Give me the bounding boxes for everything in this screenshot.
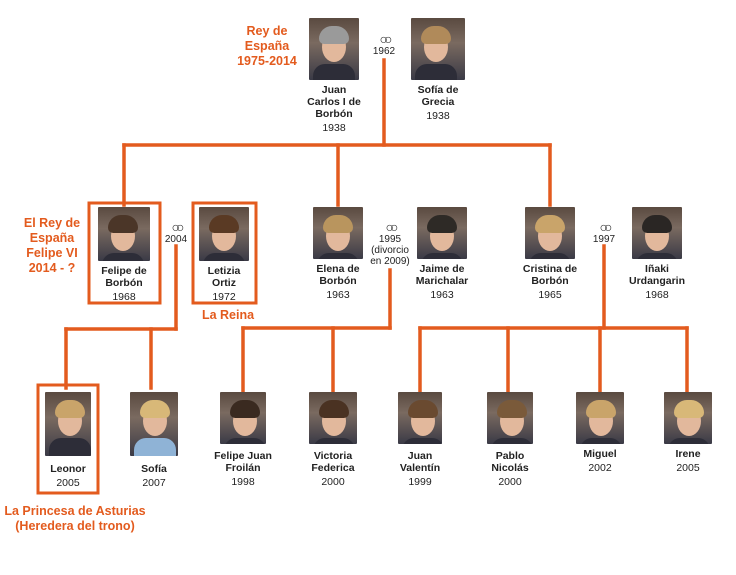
portrait-photo <box>199 207 249 261</box>
person-sofia-child: Sofía 2007 <box>106 392 202 490</box>
portrait-photo <box>220 392 266 444</box>
highlight-letizia <box>191 201 258 305</box>
wedding-rings-icon: ○○ <box>171 219 185 235</box>
person-name: Cristina de Borbón <box>522 263 578 287</box>
person-year: 2007 <box>142 477 166 489</box>
person-name: Juan Carlos I de Borbón <box>307 84 361 120</box>
person-year: 2002 <box>588 462 612 474</box>
person-year: 2000 <box>321 476 345 488</box>
person-victoria-federica: Victoria Federica 2000 <box>285 392 381 489</box>
person-year: 2005 <box>56 477 80 489</box>
person-year: 2000 <box>498 476 522 488</box>
person-name: Victoria Federica <box>311 450 355 474</box>
marriage-year: 2004 <box>164 234 188 245</box>
person-year: 1998 <box>231 476 255 488</box>
portrait-photo <box>313 207 363 259</box>
wedding-rings-icon: ○○ <box>385 219 399 235</box>
person-felipe-juan-froilan: Felipe Juan Froilán 1998 <box>195 392 291 489</box>
person-year: 1963 <box>430 289 454 301</box>
person-name: Pablo Nicolás <box>491 450 529 474</box>
portrait-photo <box>417 207 467 259</box>
person-juan-carlos: Juan Carlos I de Borbón 1938 <box>286 18 382 135</box>
marriage-year: 1997 <box>592 234 616 245</box>
person-name: Iñaki Urdangarin <box>628 263 685 287</box>
portrait-photo <box>309 392 357 444</box>
wedding-rings-icon: ○○ <box>599 219 613 235</box>
portrait-photo <box>576 392 624 444</box>
person-year: 2005 <box>676 462 700 474</box>
person-name: Felipe Juan Froilán <box>214 450 272 474</box>
person-name: Elena de Borbón <box>316 263 360 287</box>
person-name: Letizia Ortiz <box>207 265 241 289</box>
label-felipe-vi: El Rey de España Felipe VI 2014 - ? <box>23 216 81 275</box>
person-jaime: Jaime de Marichalar 1963 <box>394 207 490 302</box>
person-year: 1972 <box>212 291 236 303</box>
wedding-rings-icon: ○○ <box>379 31 393 47</box>
portrait-photo <box>98 207 150 261</box>
portrait-photo <box>398 392 442 444</box>
marriage-year: 1995 (divorcio en 2009) <box>370 234 410 267</box>
person-year: 1968 <box>645 289 669 301</box>
portrait-photo <box>525 207 575 259</box>
highlight-leonor <box>36 383 100 495</box>
person-name: Irene <box>675 448 701 460</box>
marriage-2004: ○○ 2004 <box>146 220 206 245</box>
person-year: 1963 <box>326 289 350 301</box>
portrait-photo <box>309 18 359 80</box>
person-letizia: Letizia Ortiz 1972 <box>176 207 272 304</box>
person-name: Juan Valentín <box>399 450 441 474</box>
person-elena: Elena de Borbón 1963 <box>290 207 386 302</box>
person-year: 1938 <box>426 110 450 122</box>
person-name: Leonor <box>50 463 86 475</box>
marriage-1962: ○○ 1962 <box>354 32 414 57</box>
person-name: Miguel <box>583 448 617 460</box>
label-queen: La Reina <box>201 308 255 322</box>
person-year: 1938 <box>322 122 346 134</box>
person-name: Jaime de Marichalar <box>415 263 469 287</box>
person-felipe: Felipe de Borbón 1968 <box>76 207 172 304</box>
label-princess: La Princesa de Asturias (Heredera del tr… <box>4 504 146 533</box>
person-year: 1968 <box>112 291 136 303</box>
person-irene: Irene 2005 <box>640 392 736 475</box>
person-year: 1965 <box>538 289 562 301</box>
person-year: 1999 <box>408 476 432 488</box>
marriage-1995: ○○ 1995 (divorcio en 2009) <box>360 220 420 267</box>
marriage-1997: ○○ 1997 <box>574 220 634 245</box>
person-inaki: Iñaki Urdangarin 1968 <box>609 207 705 302</box>
portrait-photo <box>130 392 178 456</box>
person-cristina: Cristina de Borbón 1965 <box>502 207 598 302</box>
highlight-felipe <box>87 201 162 305</box>
portrait-photo <box>411 18 465 80</box>
person-name: Felipe de Borbón <box>101 265 147 289</box>
portrait-photo <box>664 392 712 444</box>
person-leonor: Leonor 2005 <box>20 392 116 490</box>
person-sofia-de-grecia: Sofía de Grecia 1938 <box>390 18 486 123</box>
person-name: Sofía de Grecia <box>417 84 459 108</box>
label-king: Rey de España 1975-2014 <box>237 24 297 68</box>
portrait-photo <box>632 207 682 259</box>
person-juan-valentin: Juan Valentín 1999 <box>372 392 468 489</box>
person-name: Sofía <box>141 463 167 475</box>
person-pablo-nicolas: Pablo Nicolás 2000 <box>462 392 558 489</box>
portrait-photo <box>45 392 91 456</box>
marriage-year: 1962 <box>372 46 396 57</box>
person-miguel: Miguel 2002 <box>552 392 648 475</box>
portrait-photo <box>487 392 533 444</box>
